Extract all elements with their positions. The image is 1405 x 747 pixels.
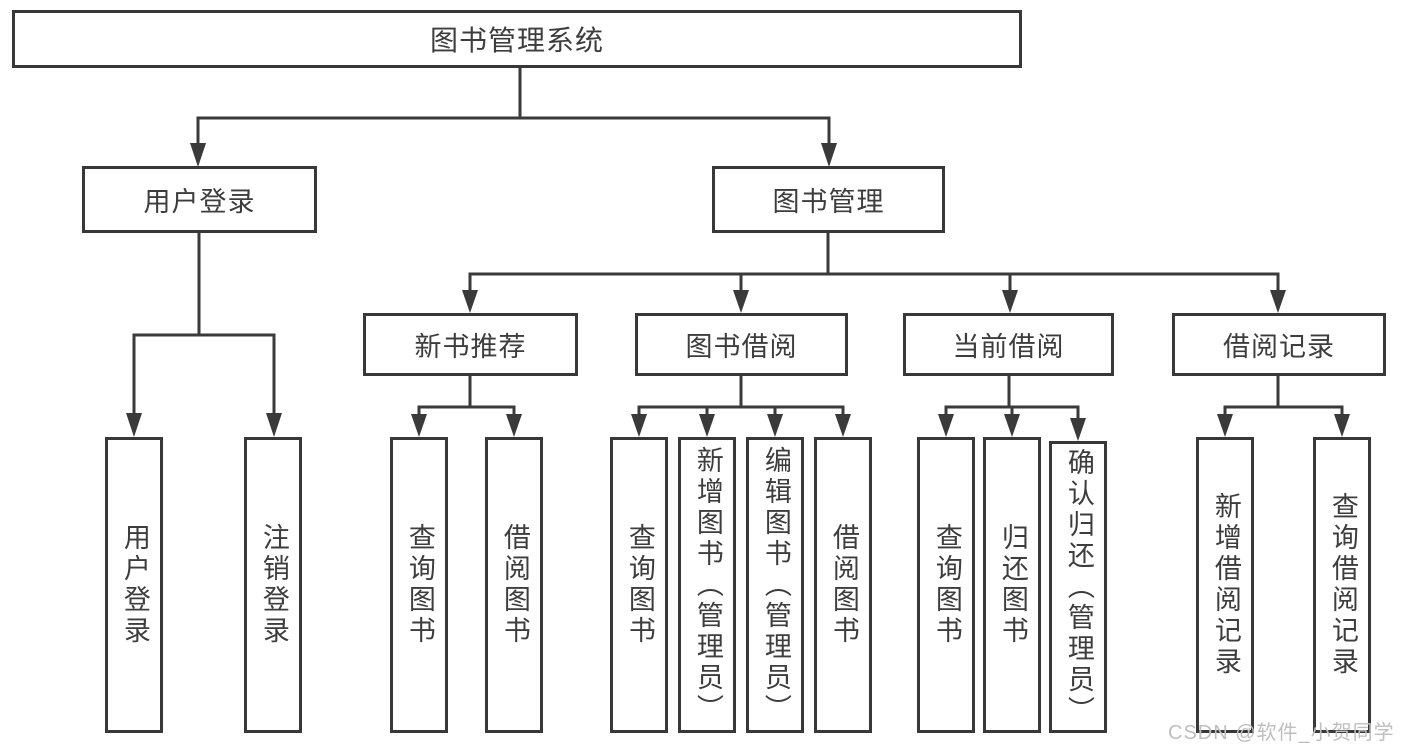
- leaf-borrow-edit-book-admin: 编辑图书（管理员）: [746, 437, 804, 733]
- node-current-borrow: 当前借阅: [903, 313, 1114, 376]
- connector-borrow-to-leaves: [631, 374, 851, 437]
- connector-current-to-leaves: [938, 374, 1086, 441]
- leaf-current-query: 查询图书: [917, 437, 975, 733]
- leaf-borrow-add-book-admin: 新增图书（管理员）: [678, 437, 736, 733]
- node-root: 图书管理系统: [12, 10, 1022, 68]
- leaf-user-login: 用户登录: [105, 437, 163, 733]
- connector-book-management-to-modules: [462, 231, 1286, 313]
- leaf-logout: 注销登录: [244, 437, 302, 733]
- leaf-new-book-borrow: 借阅图书: [485, 437, 543, 733]
- connector-records-to-leaves: [1217, 374, 1350, 437]
- connector-user-login-to-leaves: [126, 231, 282, 437]
- node-borrow-records: 借阅记录: [1172, 313, 1386, 376]
- leaf-current-confirm-return-admin: 确认归还（管理员）: [1049, 441, 1107, 733]
- connector-root-to-branches: [190, 66, 837, 167]
- leaf-record-query: 查询借阅记录: [1313, 437, 1371, 733]
- leaf-borrow-book: 借阅图书: [814, 437, 872, 733]
- connector-new-book-to-leaves: [411, 374, 522, 437]
- leaf-borrow-query: 查询图书: [610, 437, 668, 733]
- csdn-watermark: CSDN @软件_小贺同学: [1168, 722, 1395, 744]
- node-user-login-branch: 用户登录: [82, 166, 317, 233]
- leaf-current-return: 归还图书: [983, 437, 1041, 733]
- node-book-management-branch: 图书管理: [712, 166, 945, 233]
- node-book-borrow: 图书借阅: [635, 313, 848, 376]
- node-new-book-recommend: 新书推荐: [363, 313, 578, 376]
- leaf-new-book-query: 查询图书: [390, 437, 448, 733]
- leaf-record-add: 新增借阅记录: [1196, 437, 1254, 733]
